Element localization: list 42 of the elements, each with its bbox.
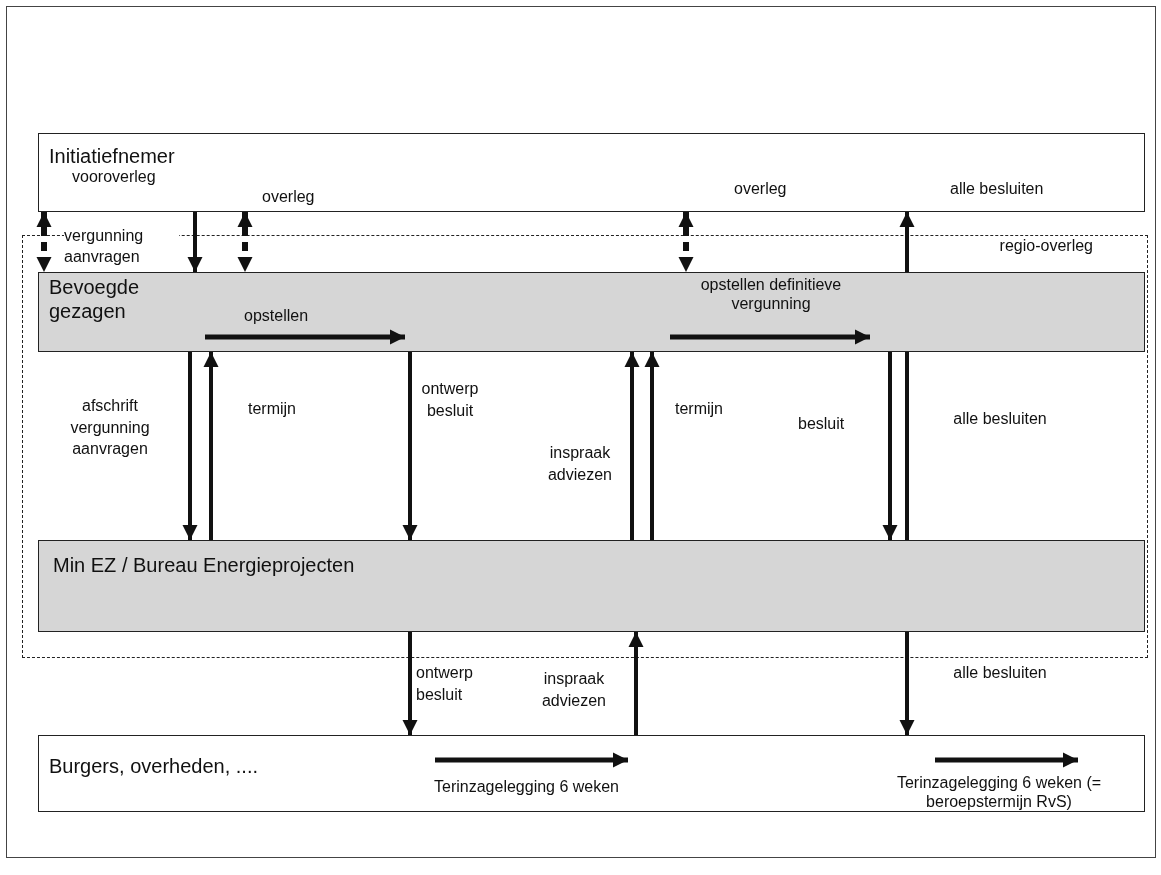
edge-label: ontwerp besluit [420,379,480,421]
actor-name: Initiatiefnemer [49,144,176,168]
arrow [182,352,198,540]
actor-box [38,133,1145,212]
arrow [402,632,418,735]
arrow [882,352,898,540]
step-label: opstellen definitieve vergunning [699,275,843,314]
edge-label: ontwerp besluit [416,663,474,705]
step-label: opstellen [244,306,310,326]
edge-label: termijn [248,399,297,419]
actor-name: Min EZ / Bureau Energieprojecten [53,553,356,577]
edge-label: besluit [798,414,846,434]
arrow [402,352,418,540]
dashed-arrow [237,212,253,272]
edge-label: vooroverleg [72,167,157,187]
edge-label: afschrift vergunning aanvragen [69,396,151,460]
arrow [187,212,203,272]
edge-label: alle besluiten [952,663,1048,683]
edge-label: alle besluiten [952,409,1048,429]
actor-band [38,272,1145,352]
actor-name: Burgers, overheden, .... [49,754,259,778]
arrow [899,212,915,272]
edge-label: inspraak adviezen [540,669,607,711]
region-label: regio-overleg [998,236,1093,256]
arrow [628,632,644,735]
edge-label: termijn [675,399,724,419]
edge-label: alle besluiten [950,179,1045,199]
arrow [899,632,915,735]
actor-band [38,540,1145,632]
arrow [624,352,640,540]
edge-label: vergunning aanvragen [64,226,179,268]
dashed-arrow [678,212,694,272]
period-label: Terinzagelegging 6 weken [434,777,620,797]
arrow [203,352,219,540]
edge-label: overleg [262,187,316,207]
arrow [644,352,660,540]
edge-label: inspraak adviezen [546,443,613,485]
edge-label: overleg [734,179,788,199]
dashed-arrow [36,212,52,272]
period-label: Terinzagelegging 6 weken (= beroepstermijn RvS) [895,773,1103,812]
actor-box [38,735,1145,812]
actor-name: Bevoegde gezagen [49,275,141,323]
